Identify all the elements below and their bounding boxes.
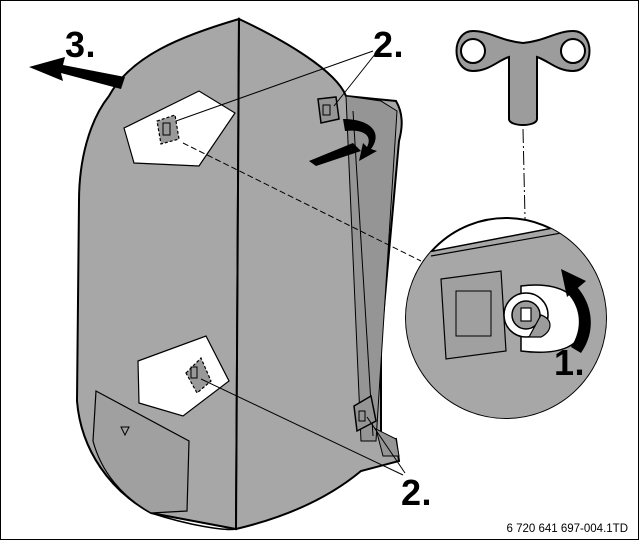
latch-top (317, 96, 340, 124)
housing-front-edge (235, 18, 240, 530)
housing-base-edge (150, 512, 237, 531)
key-axis-line (522, 128, 528, 307)
housing-side-strip (345, 95, 398, 442)
step-1-label: 1. (554, 342, 586, 383)
bottom-access-panel (92, 390, 190, 514)
rotate-arrow-icon (309, 119, 377, 166)
leader-step2-top-b (333, 52, 377, 107)
removal-arrow-icon (29, 57, 125, 89)
service-key-icon (455, 29, 591, 126)
bottom-clip (375, 428, 400, 457)
leader-step2-bottom-b (366, 416, 406, 474)
step-2-label-bottom: 2. (401, 472, 433, 513)
latch-lock-icon (503, 292, 551, 338)
strip-edge-line (352, 110, 374, 437)
rotate-lock-arrow-icon (561, 269, 591, 353)
step-3-label: 3. (65, 24, 97, 65)
panel-mark-icon (120, 426, 130, 437)
figure-code: 6 720 641 697-004.1TD (506, 523, 628, 535)
connector-dashed (182, 142, 422, 262)
callout-bottom (137, 335, 230, 417)
leader-step2-bottom-a (200, 378, 404, 476)
step-2-label-top: 2. (373, 24, 405, 65)
leader-step2-top-a (175, 50, 374, 122)
